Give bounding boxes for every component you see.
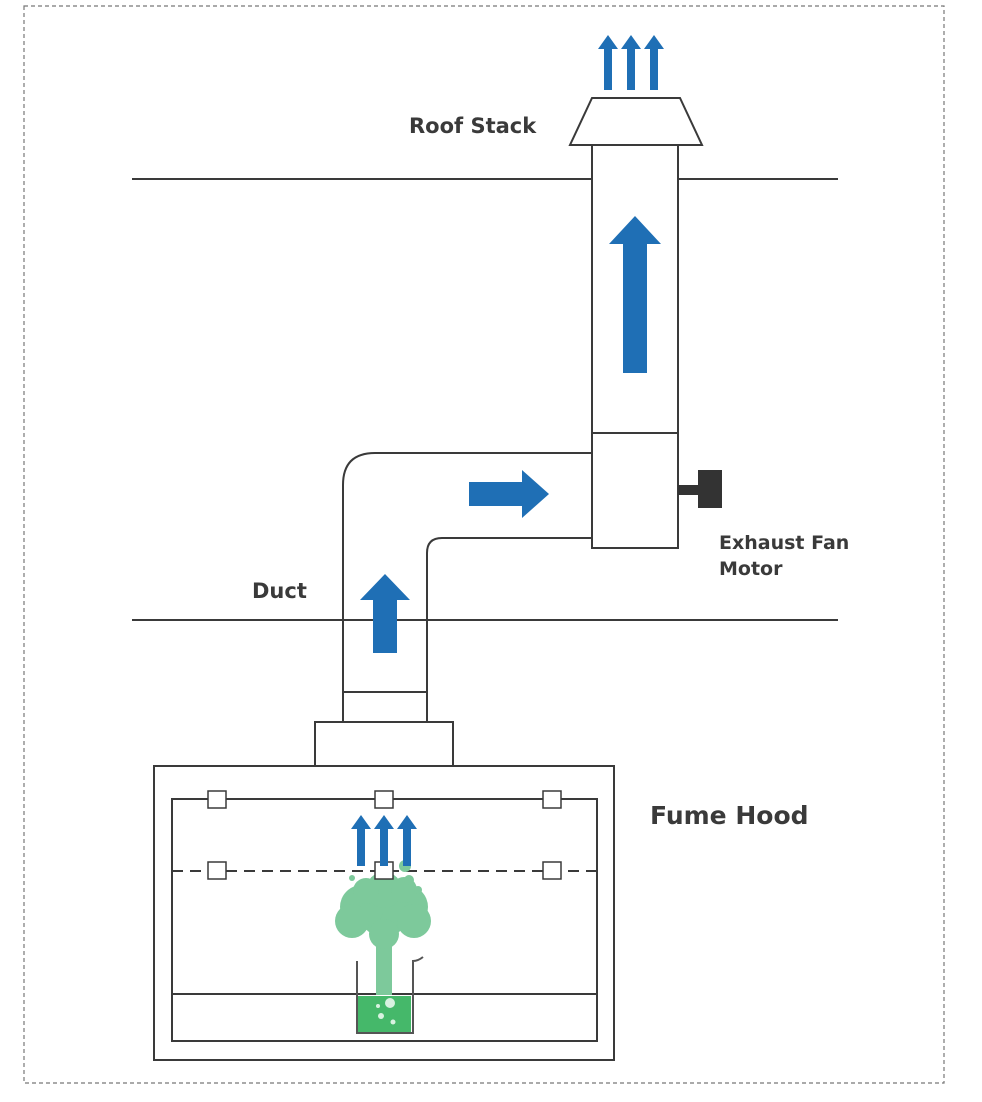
exhaust-fan-motor-label-line1: Exhaust Fan: [719, 532, 849, 554]
roof-stack-label: Roof Stack: [409, 114, 537, 138]
duct-collar: [342, 691, 428, 723]
airflow-arrow-duct-right: [469, 470, 549, 518]
sash-tabs: [207, 790, 562, 880]
airflow-arrow-duct-up: [360, 574, 410, 653]
airflow-arrows-hood: [351, 815, 417, 866]
airflow-arrows-top: [598, 35, 664, 90]
hood-connector: [314, 721, 454, 767]
airflow-arrow-stack-up: [609, 216, 661, 373]
fume-hood-label: Fume Hood: [650, 801, 809, 830]
fume-cloud: [335, 860, 431, 995]
fan-motor-icon: [698, 470, 722, 508]
exhaust-fan-motor-label-line2: Motor: [719, 558, 783, 580]
duct-label: Duct: [252, 579, 307, 603]
diagram-frame: [23, 5, 945, 1084]
duct-outer-wall: [342, 452, 592, 692]
fan-motor-shaft: [678, 485, 700, 495]
exhaust-fan-housing: [591, 432, 679, 549]
roof-stack-cap: [568, 97, 704, 146]
duct-inner-wall: [426, 537, 592, 692]
beaker-icon: [356, 956, 424, 1034]
